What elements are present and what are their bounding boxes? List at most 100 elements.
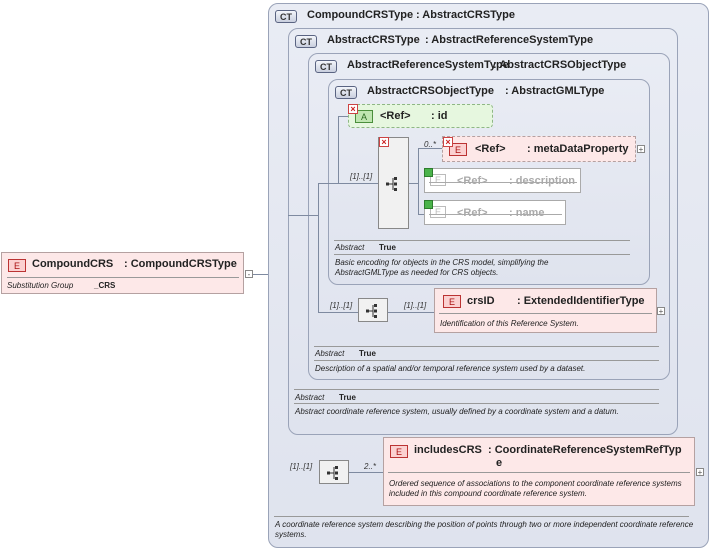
element-name: : description	[509, 175, 576, 187]
complex-type-base: : AbstractGMLType	[505, 85, 605, 97]
divider	[274, 516, 689, 517]
complex-type-icon: CT	[295, 35, 317, 48]
root-element-type: : CompoundCRSType	[124, 258, 237, 270]
child-occurs: 0..*	[424, 140, 437, 149]
sequence-occurs: [1]..[1]	[350, 172, 373, 181]
sequence-compositor[interactable]	[358, 298, 388, 322]
substitution-group-label: Substitution Group	[7, 281, 74, 290]
strike-line	[429, 182, 577, 183]
connector-line	[418, 148, 442, 149]
added-icon	[424, 168, 433, 177]
element-name-label: : name	[509, 207, 545, 219]
divider	[314, 360, 659, 361]
divider	[294, 389, 659, 390]
sequence-compositor[interactable]	[378, 137, 409, 229]
connector-line	[338, 116, 339, 183]
complex-type-doc: Basic encoding for objects in the CRS mo…	[335, 258, 549, 277]
element-ref: <Ref>	[457, 207, 488, 219]
divider	[439, 313, 652, 314]
element-occurs: 2..*	[364, 462, 377, 471]
divider	[294, 403, 659, 404]
root-element-name: CompoundCRS	[32, 258, 114, 270]
element-occurs: [1]..[1]	[404, 301, 427, 310]
abstract-value: True	[339, 393, 356, 402]
substitution-group-value: _CRS	[94, 281, 116, 290]
attribute-name: : id	[431, 110, 448, 122]
element-name: : metaDataProperty	[527, 143, 629, 155]
element-doc: Identification of this Reference System.	[440, 319, 579, 328]
complex-type-icon: CT	[315, 60, 337, 73]
divider	[334, 240, 630, 241]
abstract-value: True	[379, 243, 396, 252]
element-badge: E	[449, 143, 467, 156]
connector-line	[318, 312, 358, 313]
connector-line	[338, 116, 348, 117]
element-type-wrap: e	[496, 457, 503, 469]
expand-toggle-icon[interactable]: +	[657, 307, 665, 316]
sequence-compositor[interactable]	[319, 460, 349, 484]
element-includescrs[interactable]: E includesCRS : CoordinateReferenceSyste…	[383, 437, 695, 506]
sequence-icon	[366, 304, 377, 318]
root-element-compoundcrs[interactable]: E CompoundCRS : CompoundCRSType Substitu…	[1, 252, 244, 294]
attribute-ref: <Ref>	[380, 110, 411, 122]
complex-type-name: AbstractReferenceSystemType	[347, 59, 509, 71]
divider	[334, 254, 630, 255]
element-badge: E	[8, 259, 26, 272]
element-type: : CoordinateReferenceSystemRefTyp	[488, 444, 682, 456]
complex-type-doc: A coordinate reference system describing…	[275, 520, 694, 539]
attribute-id[interactable]: A <Ref> : id	[348, 104, 493, 128]
abstract-label: Abstract	[315, 349, 345, 358]
element-badge: E	[430, 174, 446, 186]
sequence-occurs: [1]..[1]	[290, 462, 313, 471]
prohibited-icon: ×	[443, 137, 453, 147]
connector-line	[253, 274, 279, 275]
divider	[7, 277, 239, 278]
strike-line	[429, 214, 562, 215]
expand-toggle-icon[interactable]: +	[696, 468, 704, 477]
element-name: crsID	[467, 295, 495, 307]
element-name[interactable]: E <Ref> : name	[424, 200, 566, 225]
element-metadataproperty[interactable]: E <Ref> : metaDataProperty	[442, 136, 636, 162]
expand-toggle-icon[interactable]: +	[637, 145, 645, 154]
prohibited-icon: ×	[348, 104, 358, 114]
complex-type-base: : AbstractReferenceSystemType	[425, 34, 594, 46]
abstract-value: True	[359, 349, 376, 358]
connector-line	[418, 148, 419, 214]
element-badge: E	[430, 206, 446, 218]
element-doc: Ordered sequence of associations to the …	[389, 479, 682, 498]
complex-type-name: CompoundCRSType	[307, 9, 414, 21]
complex-type-icon: CT	[335, 86, 357, 99]
complex-type-base: : AbstractCRSObjectType	[493, 59, 627, 71]
attribute-badge: A	[355, 110, 373, 123]
added-icon	[424, 200, 433, 209]
connector-line	[409, 183, 418, 184]
complex-type-doc: Abstract coordinate reference system, us…	[295, 407, 619, 416]
connector-line	[288, 215, 318, 216]
element-badge: E	[390, 445, 408, 458]
divider	[314, 346, 659, 347]
connector-line	[418, 214, 424, 215]
abstract-label: Abstract	[295, 393, 325, 402]
complex-type-base: : AbstractCRSType	[416, 9, 516, 21]
abstract-label: Abstract	[335, 243, 365, 252]
sequence-icon	[327, 466, 338, 480]
element-crsid[interactable]: E crsID : ExtendedIdentifierType Identif…	[434, 288, 657, 333]
complex-type-doc: Description of a spatial and/or temporal…	[315, 364, 586, 373]
connector-line	[349, 472, 383, 473]
element-badge: E	[443, 295, 461, 308]
collapse-toggle-icon[interactable]: -	[245, 270, 253, 279]
divider	[388, 472, 690, 473]
element-ref: <Ref>	[457, 175, 488, 187]
sequence-icon	[386, 177, 397, 191]
sequence-occurs: [1]..[1]	[330, 301, 353, 310]
element-ref: <Ref>	[475, 143, 506, 155]
element-type: : ExtendedIdentifierType	[517, 295, 645, 307]
complex-type-name: AbstractCRSType	[327, 34, 420, 46]
complex-type-name: AbstractCRSObjectType	[367, 85, 494, 97]
element-description[interactable]: E <Ref> : description	[424, 168, 581, 193]
element-name: includesCRS	[414, 444, 482, 456]
connector-line	[318, 183, 378, 184]
complex-type-icon: CT	[275, 10, 297, 23]
connector-line	[388, 312, 434, 313]
connector-line	[318, 183, 319, 312]
